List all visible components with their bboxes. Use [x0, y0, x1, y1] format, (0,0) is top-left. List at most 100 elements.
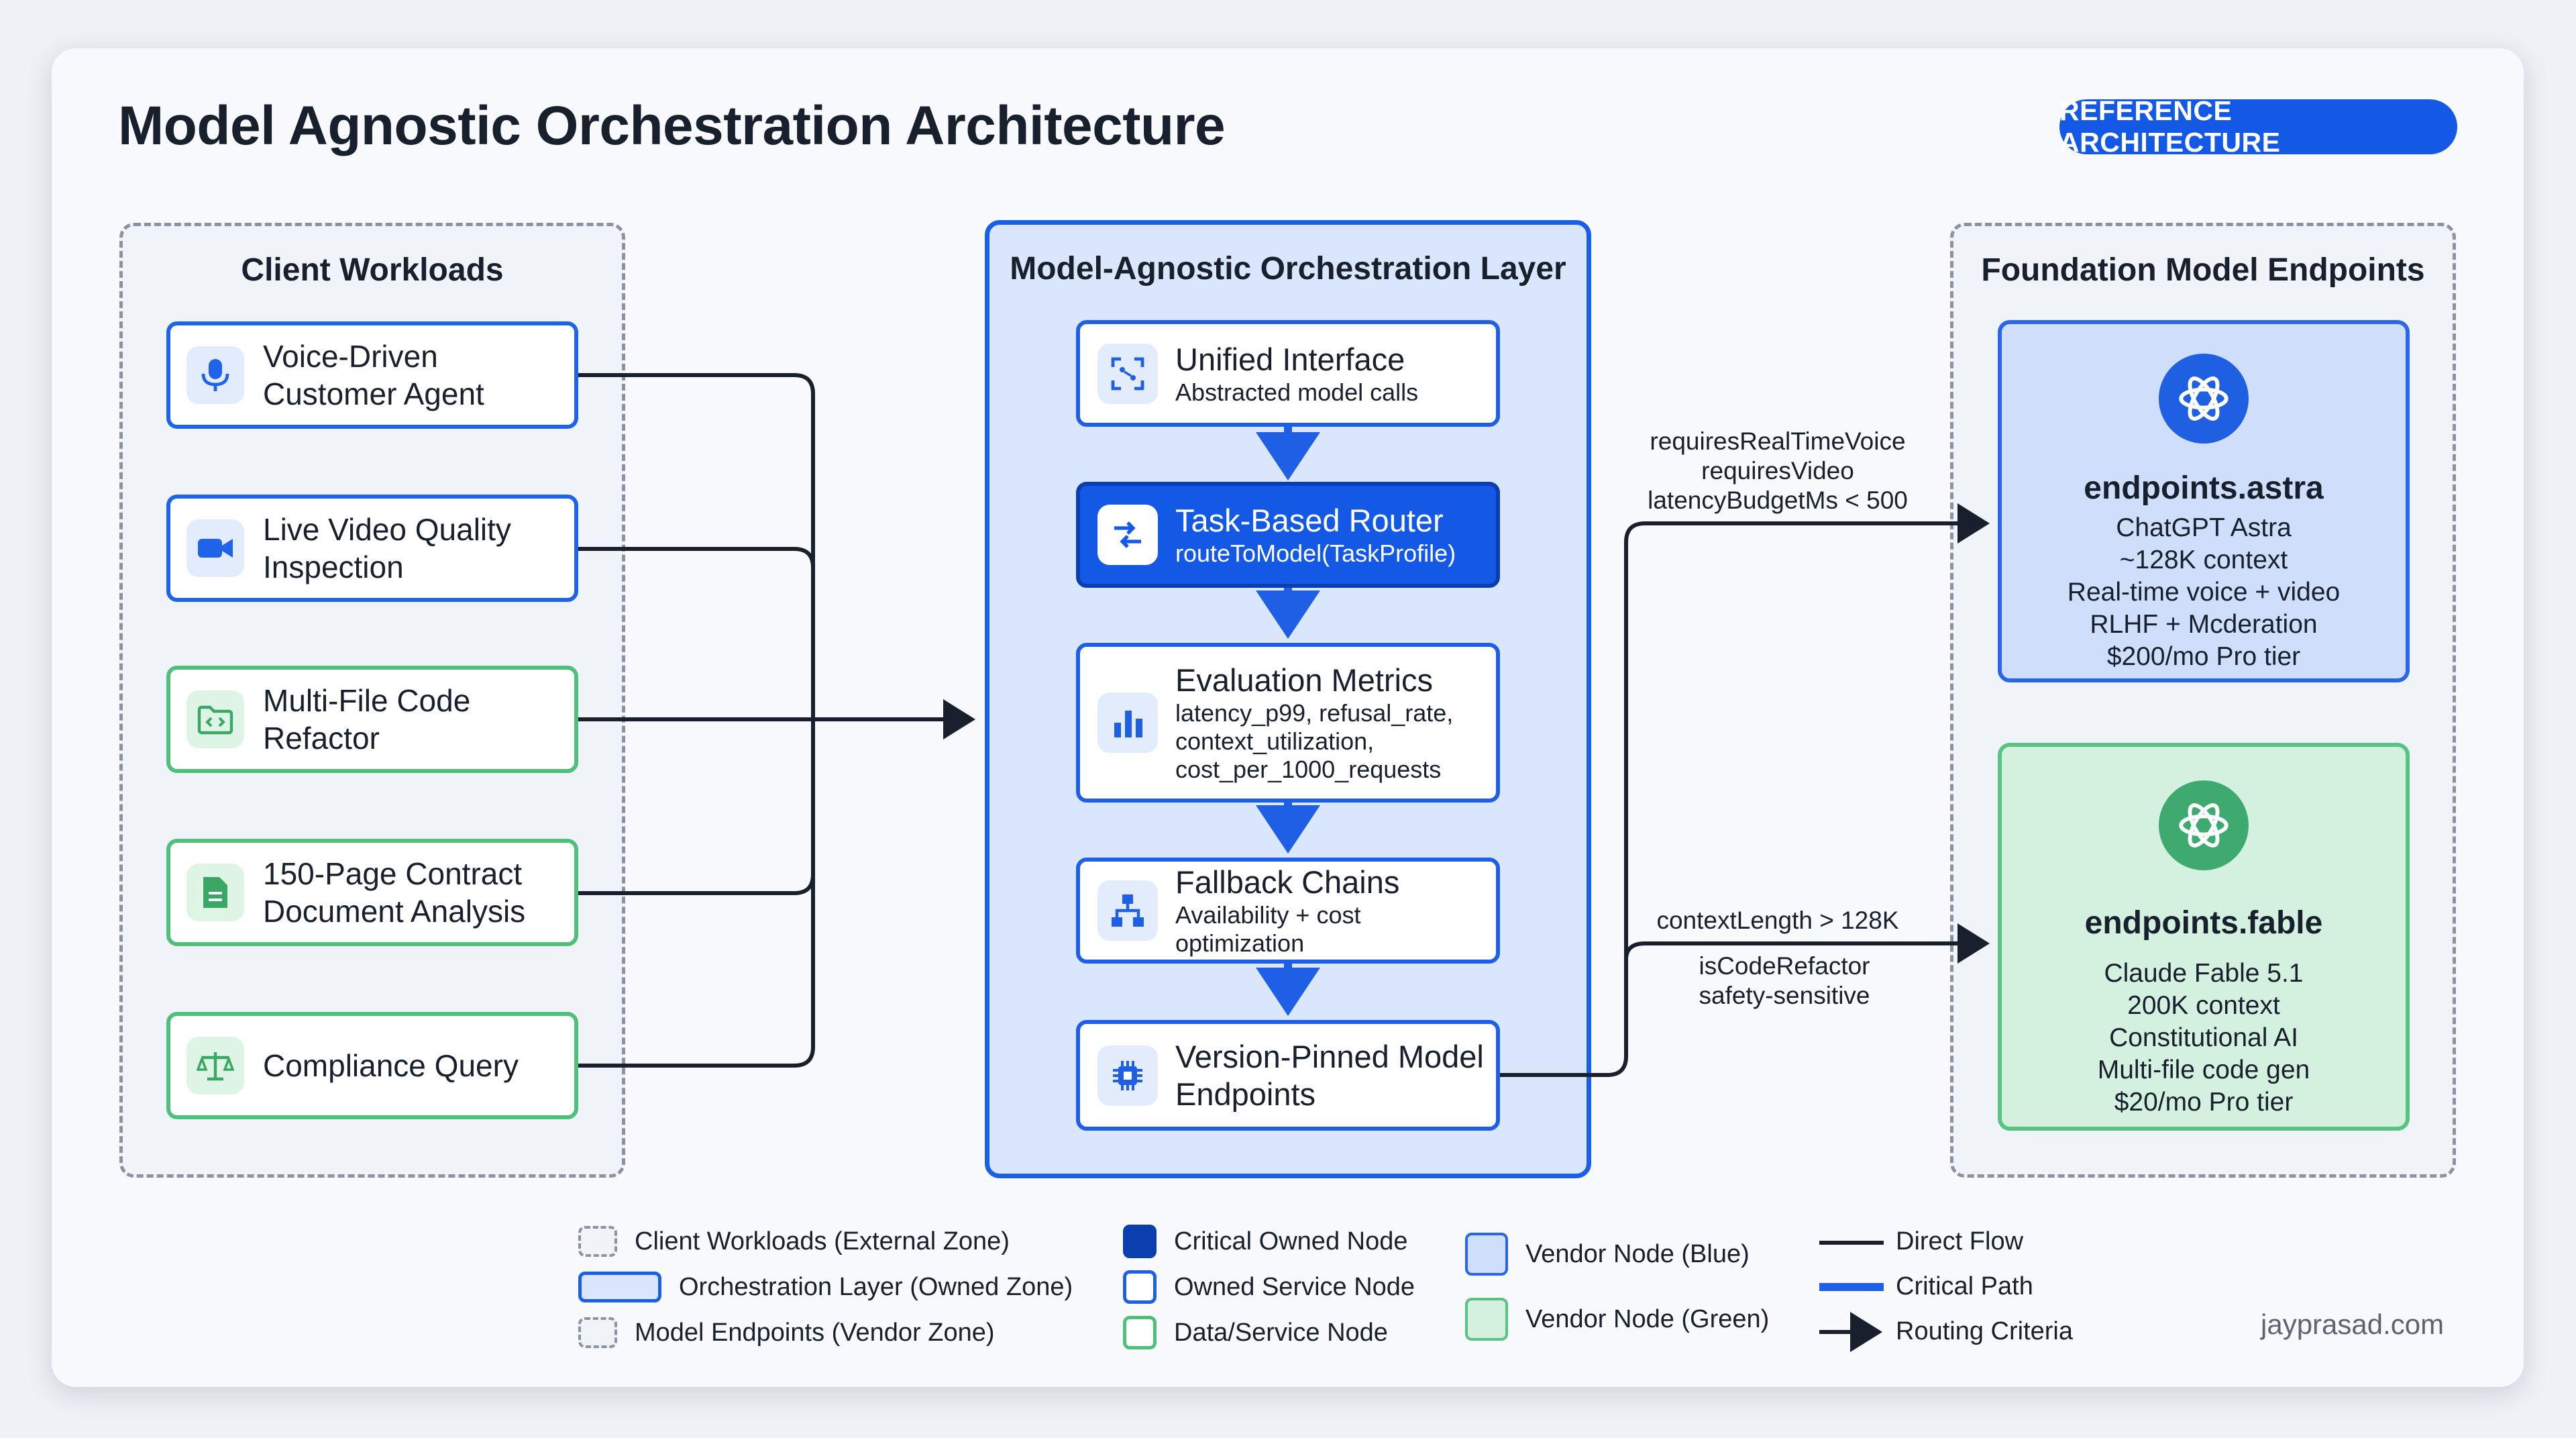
task-based-router-node[interactable]: Task-Based Router routeToModel(TaskProfi… — [1076, 482, 1500, 588]
criteria-line: isCodeRefactor — [1699, 952, 1870, 980]
workload-voice-agent[interactable]: Voice-Driven Customer Agent — [166, 321, 578, 429]
evaluation-metrics-node[interactable]: Evaluation Metrics latency_p99, refusal_… — [1076, 643, 1500, 803]
legend-label: Vendor Node (Green) — [1525, 1304, 1770, 1333]
legend-vendor-zone: Model Endpoints (Vendor Zone) — [578, 1317, 995, 1348]
legend-label: Model Endpoints (Vendor Zone) — [635, 1318, 995, 1347]
legend-client-zone: Client Workloads (External Zone) — [578, 1226, 1010, 1257]
legend-owned-node: Owned Service Node — [1123, 1270, 1415, 1304]
route-switch-icon — [1097, 505, 1158, 565]
legend-label: Critical Owned Node — [1174, 1227, 1408, 1255]
legend-swatch — [578, 1317, 617, 1348]
workload-contract-analysis[interactable]: 150-Page Contract Document Analysis — [166, 839, 578, 946]
fallback-chains-node[interactable]: Fallback Chains Availability + cost opti… — [1076, 858, 1500, 964]
microphone-icon — [186, 346, 244, 404]
detail-line: $20/mo Pro tier — [2114, 1088, 2294, 1117]
legend-label: Direct Flow — [1896, 1227, 2024, 1255]
routing-line-fable — [1624, 923, 1990, 964]
workload-label: Multi-File Code Refactor — [263, 683, 471, 756]
legend-critical-path: Critical Path — [1896, 1272, 2033, 1301]
pinned-title: Version-Pinned Model Endpoints — [1175, 1038, 1484, 1112]
code-folder-icon — [186, 690, 244, 748]
detail-line: ChatGPT Astra — [2116, 513, 2292, 542]
flow-line-compliance — [578, 719, 815, 1068]
detail-line: Real-time voice + video — [2067, 578, 2341, 607]
legend-swatch — [578, 1226, 617, 1257]
fallback-subtitle: Availability + cost optimization — [1175, 901, 1361, 957]
legend-label: Owned Service Node — [1174, 1272, 1415, 1301]
video-camera-icon — [186, 519, 244, 577]
page-title: Model Agnostic Orchestration Architectur… — [118, 95, 1226, 156]
detail-line: $200/mo Pro tier — [2106, 642, 2301, 671]
fable-context-criteria: contextLength > 128K — [1656, 907, 1899, 934]
scales-icon — [186, 1037, 244, 1094]
router-title: Task-Based Router — [1175, 503, 1444, 538]
unified-interface-node[interactable]: Unified Interface Abstracted model calls — [1076, 320, 1500, 427]
legend-label: Orchestration Layer (Owned Zone) — [679, 1272, 1073, 1301]
fable-endpoint-details: Claude Fable 5.1 200K context Constituti… — [2002, 958, 2406, 1119]
legend-swatch — [1123, 1316, 1157, 1349]
detail-line: RLHF + Mcderation — [2090, 610, 2318, 639]
endpoint-astra-node[interactable]: endpoints.astra ChatGPT Astra ~128K cont… — [1998, 320, 2410, 682]
detail-line: Multi-file code gen — [2097, 1056, 2310, 1084]
legend-data-node: Data/Service Node — [1123, 1316, 1388, 1349]
detail-line: Claude Fable 5.1 — [2104, 959, 2304, 988]
metrics-subtitle: latency_p99, refusal_rate, context_utili… — [1175, 699, 1454, 783]
criteria-line: latencyBudgetMs < 500 — [1648, 486, 1908, 514]
unified-interface-title: Unified Interface — [1175, 341, 1405, 377]
astra-endpoint-name: endpoints.astra — [2084, 470, 2324, 506]
flow-line-contract — [578, 719, 815, 895]
legend-label: Vendor Node (Blue) — [1525, 1239, 1750, 1268]
legend-swatch — [1123, 1270, 1157, 1304]
legend-swatch — [578, 1272, 661, 1302]
criteria-line: requiresVideo — [1701, 457, 1854, 484]
footer-website[interactable]: jayprasad.com — [2261, 1308, 2445, 1340]
vendor-zone-title: Foundation Model Endpoints — [1981, 252, 2425, 288]
flow-line-video — [578, 547, 815, 719]
client-zone-title: Client Workloads — [241, 252, 504, 288]
workload-label: 150-Page Contract Document Analysis — [263, 856, 526, 929]
workload-label: Live Video Quality Inspection — [263, 512, 511, 584]
workload-compliance-query[interactable]: Compliance Query — [166, 1012, 578, 1119]
openai-logo-icon — [2159, 354, 2249, 444]
routing-line-astra — [1500, 503, 1990, 1077]
legend-vendor-green: Vendor Node (Green) — [1465, 1298, 1769, 1341]
fable-routing-criteria: isCodeRefactor safety-sensitive — [1637, 952, 1932, 1011]
criteria-line: requiresRealTimeVoice — [1650, 427, 1906, 455]
unified-interface-subtitle: Abstracted model calls — [1175, 378, 1419, 406]
legend-routing-criteria: Routing Criteria — [1896, 1317, 2073, 1346]
workload-video-inspection[interactable]: Live Video Quality Inspection — [166, 495, 578, 602]
fable-endpoint-name: endpoints.fable — [2084, 905, 2323, 941]
astra-endpoint-details: ChatGPT Astra ~128K context Real-time vo… — [2002, 512, 2406, 673]
legend-label: Data/Service Node — [1174, 1318, 1388, 1347]
legend-label: Client Workloads (External Zone) — [635, 1227, 1010, 1255]
criteria-line: safety-sensitive — [1699, 982, 1870, 1009]
legend-label: Routing Criteria — [1896, 1317, 2073, 1345]
fallback-title: Fallback Chains — [1175, 864, 1400, 900]
endpoint-fable-node[interactable]: endpoints.fable Claude Fable 5.1 200K co… — [1998, 743, 2410, 1131]
legend-vendor-blue: Vendor Node (Blue) — [1465, 1233, 1750, 1276]
focus-scan-icon — [1097, 343, 1158, 404]
detail-line: 200K context — [2127, 991, 2280, 1020]
version-pinned-endpoints-node[interactable]: Version-Pinned Model Endpoints — [1076, 1020, 1500, 1131]
legend-direct-flow: Direct Flow — [1896, 1227, 2023, 1256]
orchestration-zone-title: Model-Agnostic Orchestration Layer — [1010, 251, 1566, 287]
workload-label: Compliance Query — [263, 1048, 519, 1083]
router-subtitle: routeToModel(TaskProfile) — [1175, 540, 1456, 567]
legend-swatch — [1123, 1225, 1157, 1258]
workload-label: Voice-Driven Customer Agent — [263, 339, 484, 411]
workload-code-refactor[interactable]: Multi-File Code Refactor — [166, 666, 578, 773]
openai-logo-icon — [2159, 780, 2249, 870]
legend-swatch — [1465, 1233, 1508, 1276]
legend-orch-zone: Orchestration Layer (Owned Zone) — [578, 1272, 1073, 1302]
flow-line-voice — [578, 373, 815, 719]
reference-architecture-badge: REFERENCE ARCHITECTURE — [2059, 95, 2457, 158]
hierarchy-icon — [1097, 880, 1158, 941]
document-icon — [186, 864, 244, 921]
detail-line: ~128K context — [2119, 546, 2288, 574]
legend-swatch — [1465, 1298, 1508, 1341]
metrics-title: Evaluation Metrics — [1175, 662, 1433, 698]
bar-chart-icon — [1097, 692, 1158, 753]
astra-routing-criteria: requiresRealTimeVoice requiresVideo late… — [1630, 427, 1925, 515]
legend-critical-node: Critical Owned Node — [1123, 1225, 1407, 1258]
